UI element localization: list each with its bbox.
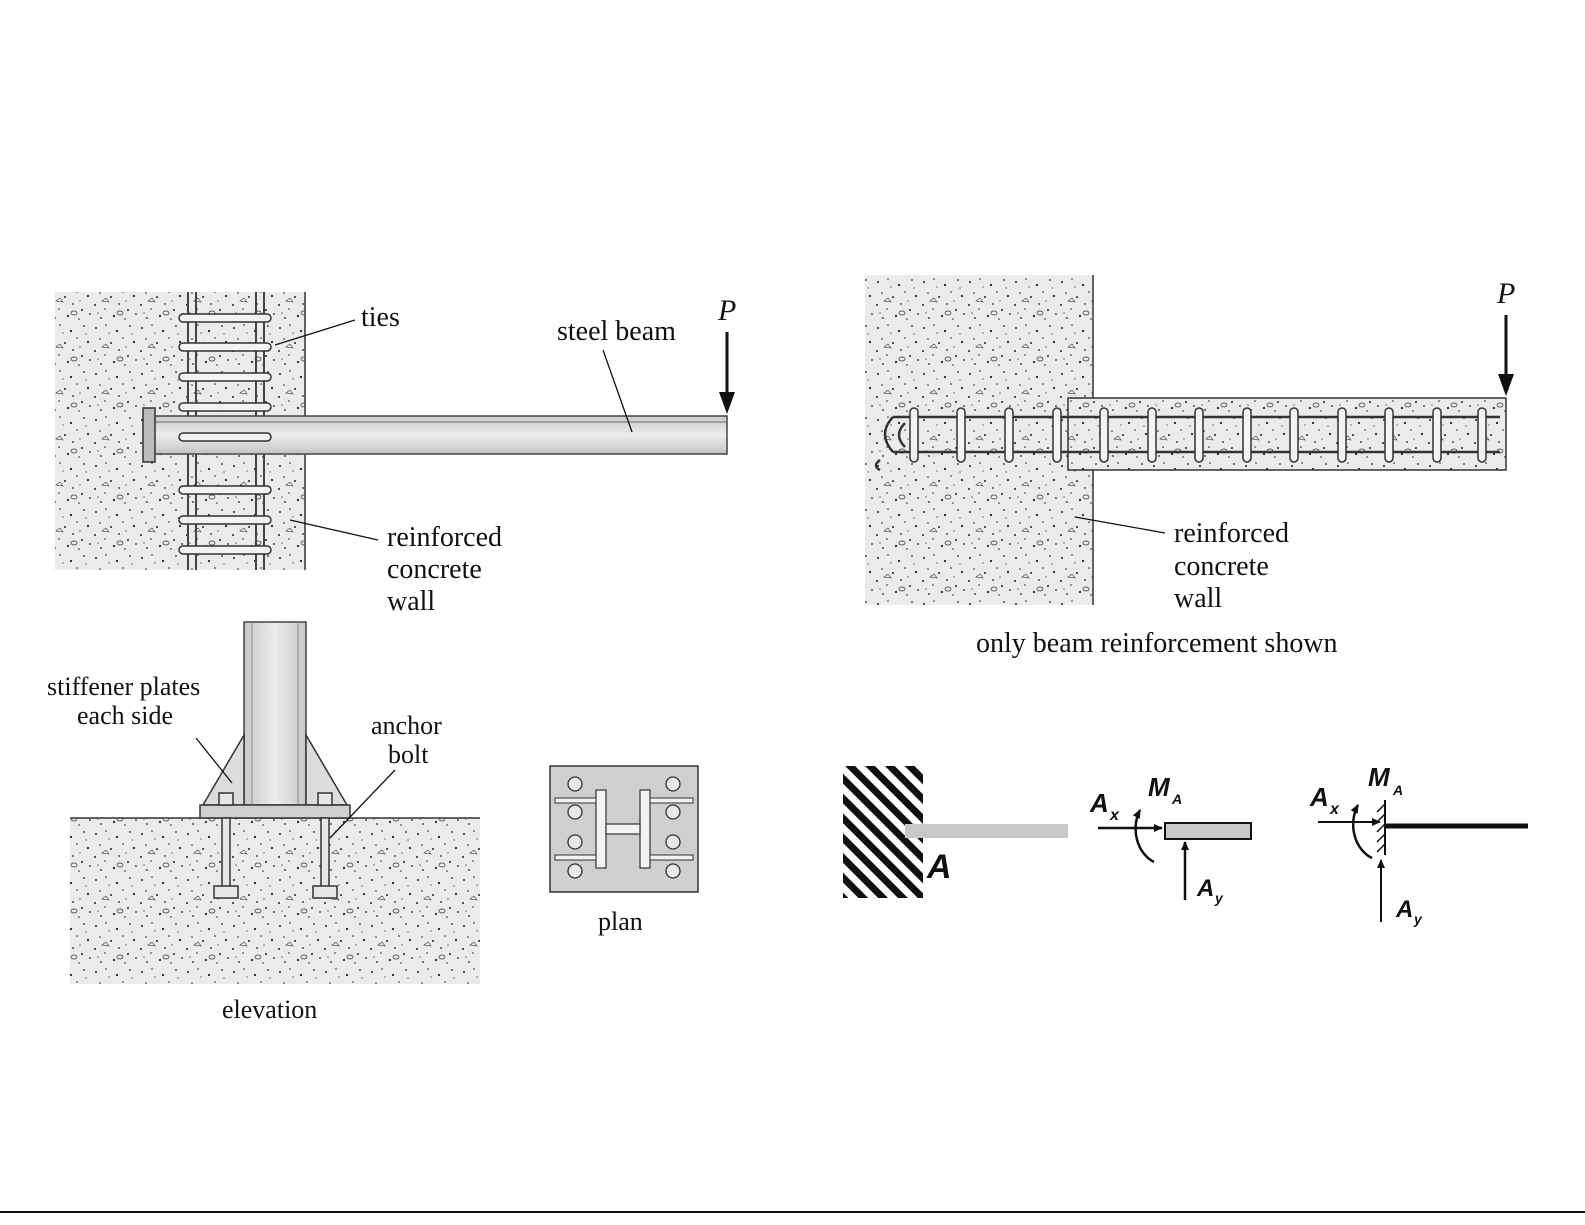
fbd1-ay-label: A [1196,875,1214,902]
steel-beam-label: steel beam [557,316,676,347]
panel-column-base: stiffener plates each side anchor bolt e… [47,622,698,1024]
beam-end-plate [143,408,155,462]
wall-label-line2: concrete [1174,551,1269,582]
stiffener-label-line2: each side [77,701,173,730]
anchor-label-line2: bolt [388,740,429,769]
anchor-label-line1: anchor [371,711,442,740]
fbd1-ax-label: A [1089,788,1109,818]
fbd1-moment-arrow [1136,810,1154,862]
support-point-label: A [926,848,952,886]
fbd1-beam [1165,823,1251,839]
panel-concrete-beam-wall: P reinforced concrete wall only beam rei… [865,275,1515,659]
fbd2-ma-label: M [1368,762,1391,792]
load-label: P [1496,277,1515,310]
fbd1-ma-label: M [1148,772,1171,802]
panel-steel-beam-wall: P ties steel beam reinforced concrete wa… [55,292,736,617]
fbd-2: A x M A A y [1309,762,1528,927]
concrete-footing [70,818,480,984]
fbd2-ax-sub: x [1329,801,1340,818]
steel-column [244,622,306,805]
wall-label-line3: wall [1174,583,1222,614]
plan-view: plan [550,766,698,936]
wall-label-line2: concrete [387,554,482,585]
fbd2-ax-label: A [1309,782,1329,812]
fbd2-section-hatch [1377,804,1385,852]
caption: only beam reinforcement shown [976,628,1338,659]
fbd2-moment-arrow [1353,805,1372,858]
fbd1-ma-sub: A [1171,791,1182,807]
base-plate [200,805,350,818]
fbd1-ax-sub: x [1109,807,1120,824]
load-label: P [717,294,736,327]
wall-label-line1: reinforced [1174,518,1289,549]
panel-fixed-support-fbd: A A x M A A y A x [843,762,1528,927]
fbd2-ma-sub: A [1392,782,1403,798]
fbd2-ay-sub: y [1413,911,1423,927]
wall-label-line1: reinforced [387,522,502,553]
fbd1-ay-sub: y [1214,890,1224,906]
fbd-1: A x M A A y [1089,772,1251,906]
plan-caption: plan [598,907,643,936]
cantilever-beam [905,824,1068,838]
stiffener-label-line1: stiffener plates [47,672,200,701]
fbd2-ay-label: A [1395,896,1413,923]
elevation-caption: elevation [222,995,317,1024]
wall-label-line3: wall [387,586,435,617]
ties-label: ties [361,302,400,333]
